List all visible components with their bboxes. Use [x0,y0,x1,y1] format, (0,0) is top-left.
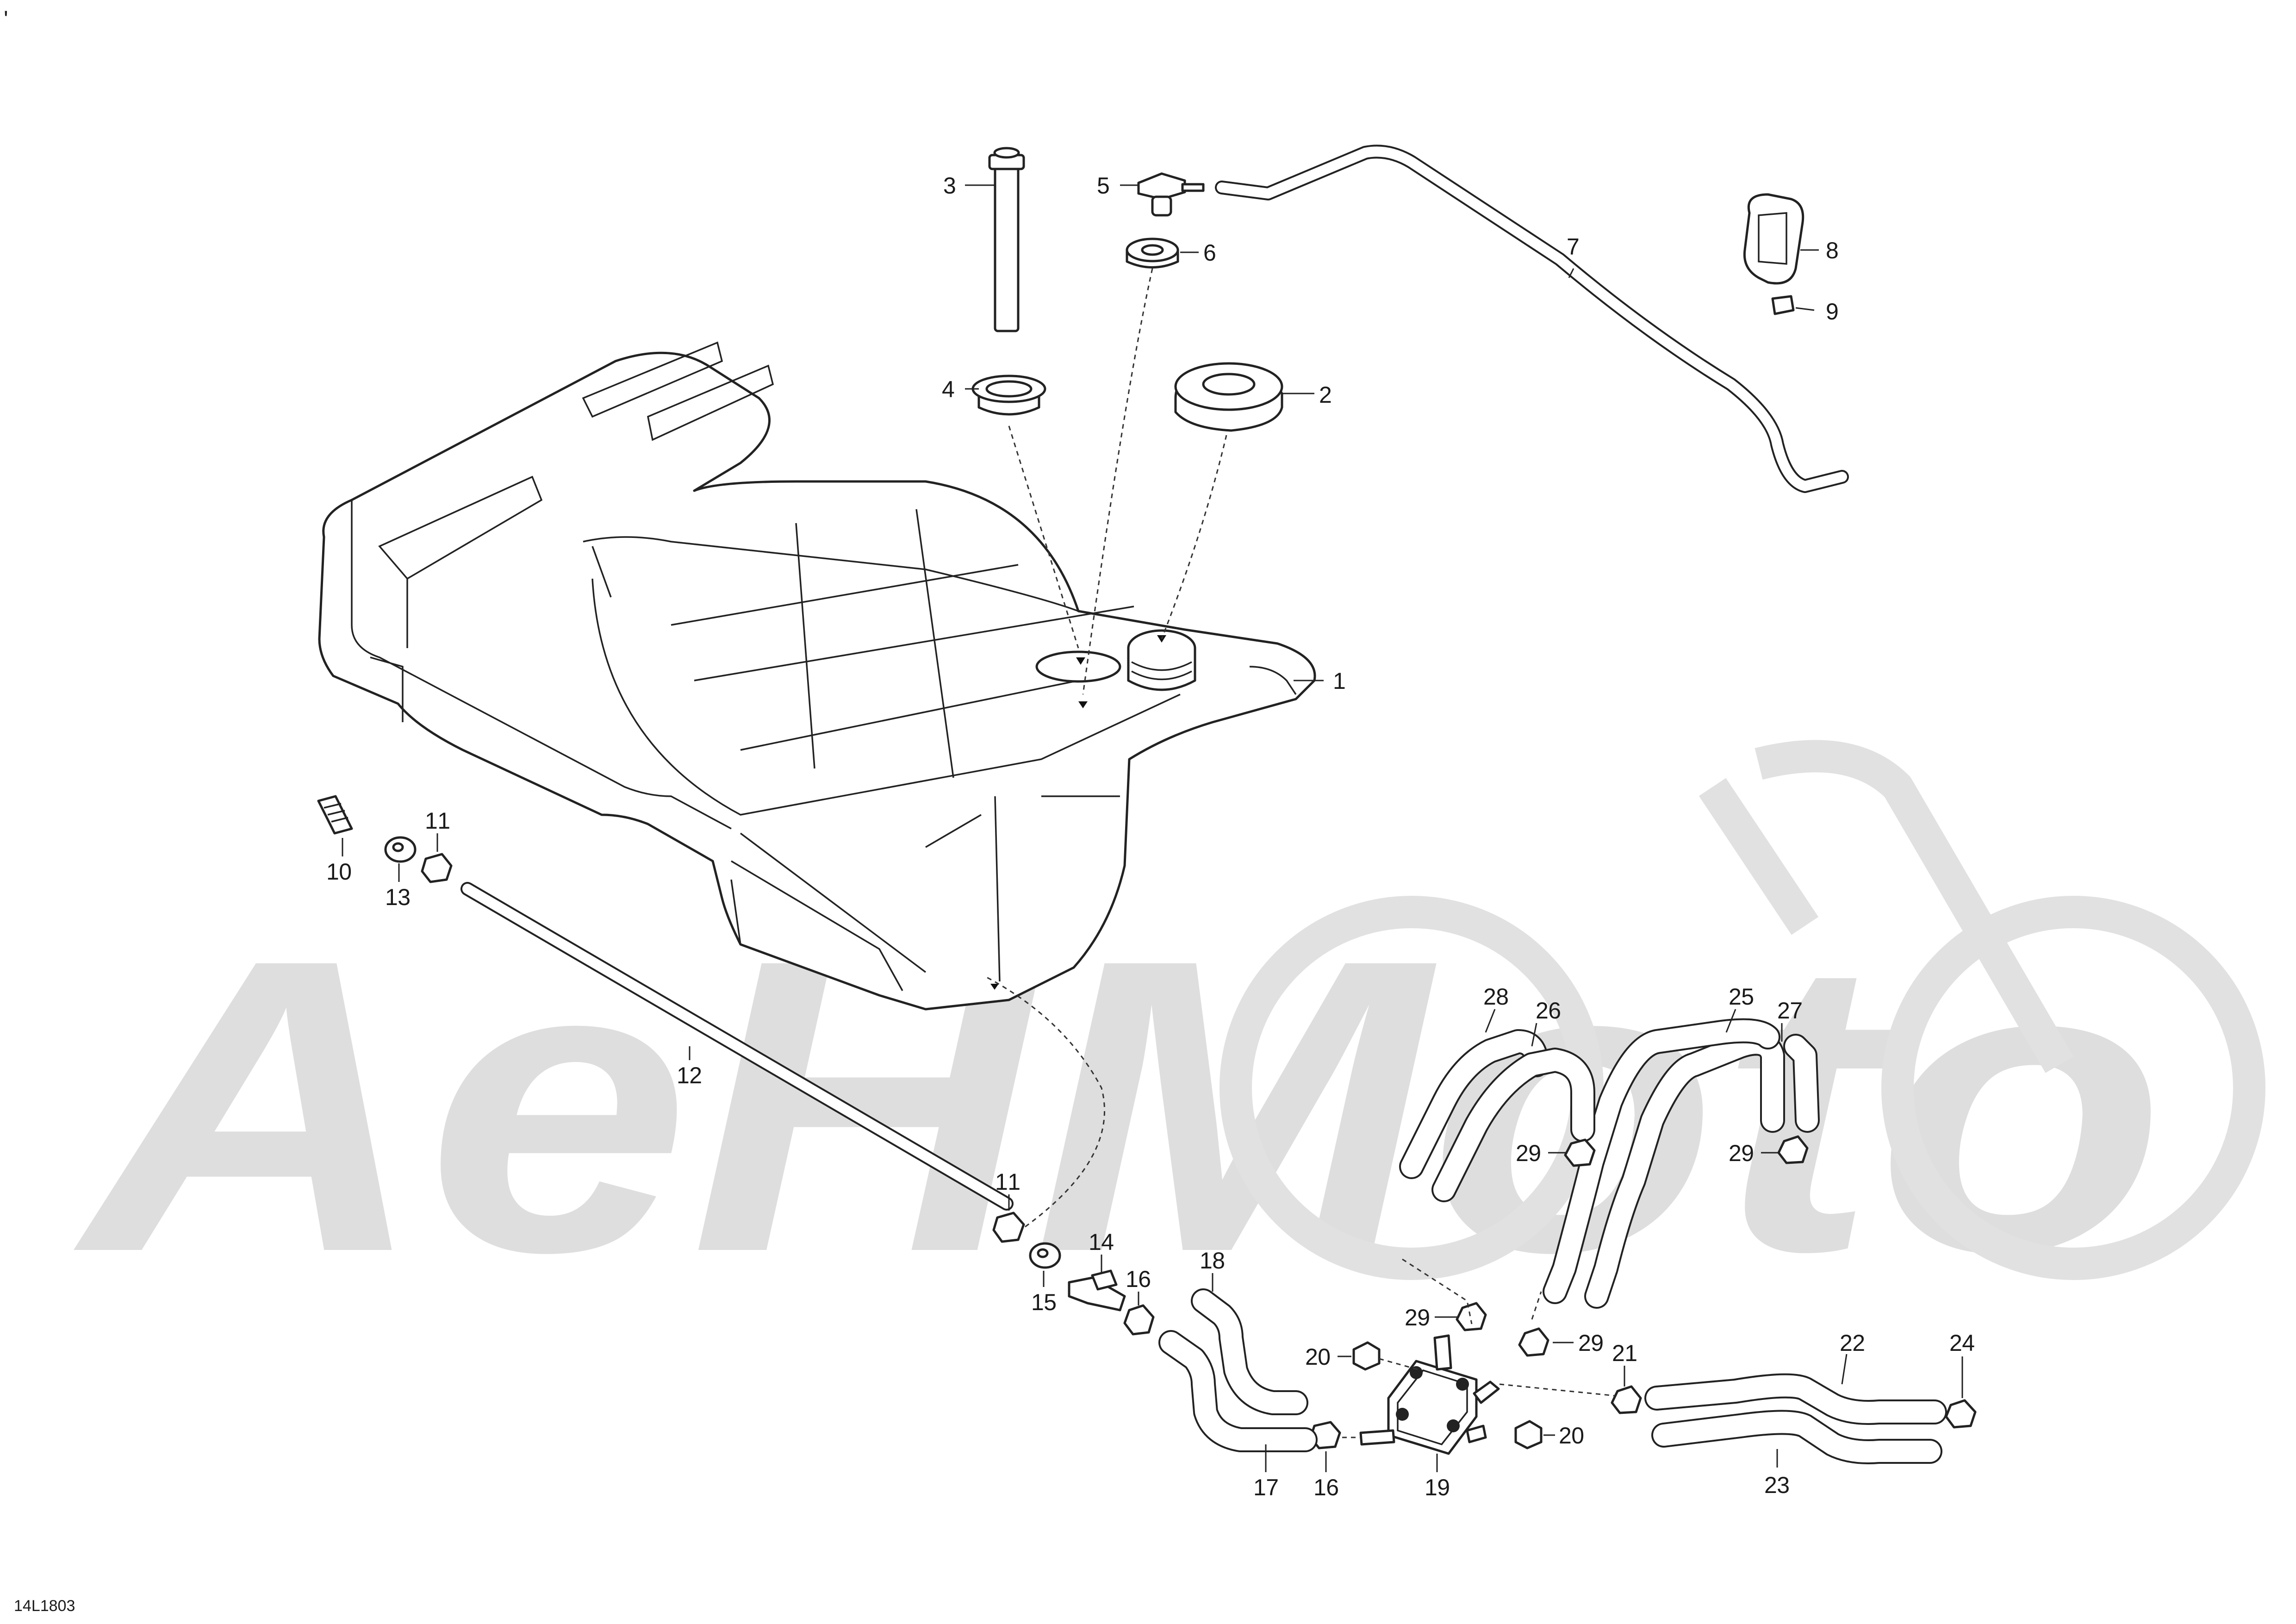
clamp-29-a [1564,1138,1596,1167]
callout-8: 8 [1826,237,1839,263]
leader-lines [342,184,1963,1472]
clamp-16-upper [1123,1304,1155,1336]
fuel-cap [1174,362,1283,432]
callout-11-lower: 11 [995,1169,1020,1195]
watermark-text: AeHMoto [68,873,2166,1338]
vent-valve [1137,172,1205,217]
filler-ring [971,375,1046,416]
callout-29-c: 29 [1405,1305,1430,1330]
callout-14: 14 [1089,1229,1114,1255]
cap-20-upper [1352,1341,1381,1371]
callout-29-b: 29 [1729,1140,1754,1166]
nipple-fitting [317,795,353,835]
hose-27-end [1783,1034,1820,1133]
callout-6: 6 [1203,240,1216,266]
callout-7: 7 [1567,234,1580,260]
nut-lower [992,1212,1025,1243]
hose-23 [1651,1410,1942,1464]
hose-28 [1399,1029,1549,1179]
hose-18 [1191,1288,1308,1415]
callout-4: 4 [942,376,955,402]
fuel-pump [1359,1334,1500,1455]
cap-20-lower [1514,1420,1543,1449]
callout-23: 23 [1764,1472,1790,1498]
union-fitting [1068,1269,1126,1312]
clip [1771,295,1795,315]
callout-2: 2 [1319,382,1332,408]
callout-24: 24 [1949,1330,1975,1356]
callout-5: 5 [1097,173,1110,199]
callouts: 1 2 3 4 5 6 7 8 9 10 11 11 12 13 14 15 1… [326,173,1975,1500]
nut-upper [421,853,453,883]
hose-26 [1431,1048,1595,1202]
header-mark: ' [4,6,8,32]
callout-12: 12 [677,1062,702,1088]
gasket [1743,193,1804,285]
callout-10: 10 [326,859,352,885]
watermark-frame [1699,740,2074,1073]
callout-20-lower: 20 [1559,1423,1584,1449]
callout-18: 18 [1200,1248,1225,1274]
callout-13: 13 [385,884,411,910]
clamp-21 [1611,1385,1642,1414]
callout-17: 17 [1253,1474,1279,1500]
callout-20-upper: 20 [1305,1344,1331,1370]
hose-17 [1158,1330,1318,1452]
clamp-24 [1945,1399,1977,1429]
watermark-wheel-front [1881,896,2265,1280]
drain-tube [460,882,1014,1211]
filler-tube [988,147,1025,332]
grommet [1126,237,1179,269]
callout-16-lower: 16 [1313,1474,1339,1500]
callout-28: 28 [1483,984,1509,1010]
callout-11-upper: 11 [425,808,450,834]
callout-3: 3 [943,173,956,199]
callout-22: 22 [1840,1330,1865,1356]
callout-29-a: 29 [1516,1140,1541,1166]
callout-27: 27 [1777,998,1803,1024]
callout-29-d: 29 [1578,1330,1604,1356]
callout-26: 26 [1536,998,1561,1024]
hose-22 [1644,1373,1947,1425]
callout-19: 19 [1425,1474,1450,1500]
callout-25: 25 [1729,984,1754,1010]
callout-1: 1 [1333,668,1346,694]
diagram-code: 14L1803 [14,1597,75,1615]
clamp-29-d [1518,1327,1549,1357]
callout-9: 9 [1826,299,1839,325]
washer-lower [1029,1242,1061,1269]
callout-16-upper: 16 [1126,1266,1151,1292]
assembly-lines [985,268,1616,1438]
fuel-tank [318,341,1316,1011]
washer-upper [384,836,417,863]
callout-21: 21 [1612,1340,1637,1366]
vent-hose [1215,144,1849,493]
callout-15: 15 [1031,1289,1057,1315]
clamp-29-c [1456,1302,1487,1331]
hose-27 [1543,1018,1780,1304]
